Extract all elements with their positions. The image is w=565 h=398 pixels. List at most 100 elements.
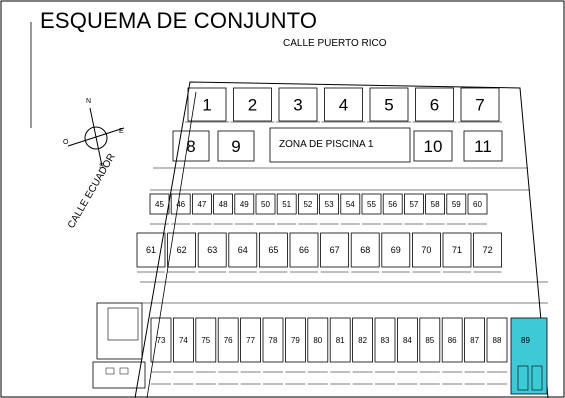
street-label-top: CALLE PUERTO RICO <box>283 38 387 49</box>
plot-56[interactable]: 56 <box>382 193 403 215</box>
plot-number: 84 <box>403 336 412 345</box>
plot-number: 82 <box>358 336 367 345</box>
plot-number: 62 <box>177 245 187 255</box>
plot-72[interactable]: 72 <box>473 232 503 268</box>
compass-north-label: N <box>86 98 92 105</box>
plot-60[interactable]: 60 <box>467 193 488 215</box>
plot-57[interactable]: 57 <box>403 193 424 215</box>
plot-number: 78 <box>269 336 278 345</box>
plot-50[interactable]: 50 <box>255 193 276 215</box>
plot-49[interactable]: 49 <box>234 193 255 215</box>
plot-75[interactable]: 75 <box>195 317 217 363</box>
plot-84[interactable]: 84 <box>396 317 418 363</box>
plot-81[interactable]: 81 <box>329 317 351 363</box>
plot-79[interactable]: 79 <box>284 317 306 363</box>
plot-number: 46 <box>176 200 185 209</box>
plot-number: 6 <box>430 95 439 114</box>
plot-69[interactable]: 69 <box>381 232 411 268</box>
plot-number: 80 <box>313 336 322 345</box>
plot-80[interactable]: 80 <box>307 317 329 363</box>
plot-62[interactable]: 62 <box>167 232 197 268</box>
plot-number: 8 <box>186 137 195 156</box>
plot-66[interactable]: 66 <box>289 232 319 268</box>
plot-number: 3 <box>293 95 302 114</box>
plot-4[interactable]: 4 <box>324 87 363 122</box>
plot-7[interactable]: 7 <box>460 87 500 122</box>
plot-number: 83 <box>381 336 390 345</box>
plot-89-highlight[interactable] <box>510 317 548 395</box>
plot-74[interactable]: 74 <box>172 317 194 363</box>
boundary-inner <box>146 91 197 398</box>
plot-number: 7 <box>475 95 484 114</box>
plot-85[interactable]: 85 <box>419 317 441 363</box>
plot-number: 4 <box>339 95 348 114</box>
plot-number: 59 <box>452 200 461 209</box>
site-boundary <box>134 81 549 398</box>
plot-46[interactable]: 46 <box>170 193 191 215</box>
compass-icon <box>67 107 125 167</box>
plot-52[interactable]: 52 <box>297 193 318 215</box>
plot-number: 55 <box>367 200 376 209</box>
plot-10[interactable]: 10 <box>413 130 453 162</box>
plot-3[interactable]: 3 <box>278 87 318 122</box>
plot-number: 49 <box>240 200 249 209</box>
plot-number: 68 <box>360 245 370 255</box>
plot-number: 50 <box>261 200 270 209</box>
compass-south-label: S <box>99 163 104 170</box>
pool-zone <box>269 127 411 163</box>
plot-48[interactable]: 48 <box>213 193 234 215</box>
plot-51[interactable]: 51 <box>276 193 297 215</box>
plot-number: 75 <box>201 336 210 345</box>
plot-number: 52 <box>303 200 312 209</box>
page-title: ESQUEMA DE CONJUNTO <box>40 8 318 33</box>
plot-number: 5 <box>384 95 393 114</box>
plot-number: 63 <box>207 245 217 255</box>
plot-number: 64 <box>238 245 248 255</box>
plot-63[interactable]: 63 <box>197 232 227 268</box>
plot-77[interactable]: 77 <box>240 317 262 363</box>
plot-number: 77 <box>246 336 255 345</box>
plot-number: 66 <box>299 245 309 255</box>
plot-45[interactable]: 45 <box>149 193 170 215</box>
plot-53[interactable]: 53 <box>319 193 340 215</box>
plot-5[interactable]: 5 <box>369 87 409 122</box>
plot-number: 47 <box>197 200 206 209</box>
plot-82[interactable]: 82 <box>352 317 374 363</box>
plot-47[interactable]: 47 <box>191 193 212 215</box>
plot-70[interactable]: 70 <box>411 232 441 268</box>
plot-64[interactable]: 64 <box>228 232 258 268</box>
plot-58[interactable]: 58 <box>425 193 446 215</box>
plot-73[interactable]: 73 <box>150 317 172 363</box>
plot-8[interactable]: 8 <box>172 130 210 162</box>
plot-2[interactable]: 2 <box>233 87 272 122</box>
plot-number: 61 <box>146 245 156 255</box>
plot-67[interactable]: 67 <box>320 232 350 268</box>
plot-number: 1 <box>202 95 211 114</box>
plot-number: 67 <box>330 245 340 255</box>
plot-1[interactable]: 1 <box>187 87 227 122</box>
plot-number: 65 <box>268 245 278 255</box>
plot-number: 81 <box>336 336 345 345</box>
plot-number: 11 <box>474 137 492 156</box>
plot-9[interactable]: 9 <box>217 130 255 162</box>
plot-87[interactable]: 87 <box>464 317 486 363</box>
plot-89-label: 89 <box>521 336 530 345</box>
plot-61[interactable]: 61 <box>136 232 166 268</box>
plot-54[interactable]: 54 <box>340 193 361 215</box>
plot-number: 54 <box>346 200 355 209</box>
plot-number: 60 <box>473 200 482 209</box>
plot-86[interactable]: 86 <box>441 317 463 363</box>
plot-6[interactable]: 6 <box>415 87 454 122</box>
plot-76[interactable]: 76 <box>217 317 239 363</box>
plot-59[interactable]: 59 <box>446 193 467 215</box>
plot-71[interactable]: 71 <box>442 232 472 268</box>
plot-88[interactable]: 88 <box>486 317 508 363</box>
plot-65[interactable]: 65 <box>258 232 288 268</box>
plot-78[interactable]: 78 <box>262 317 284 363</box>
plot-55[interactable]: 55 <box>361 193 382 215</box>
plot-11[interactable]: 11 <box>463 130 503 162</box>
plot-68[interactable]: 68 <box>350 232 380 268</box>
plot-number: 51 <box>282 200 291 209</box>
plot-83[interactable]: 83 <box>374 317 396 363</box>
